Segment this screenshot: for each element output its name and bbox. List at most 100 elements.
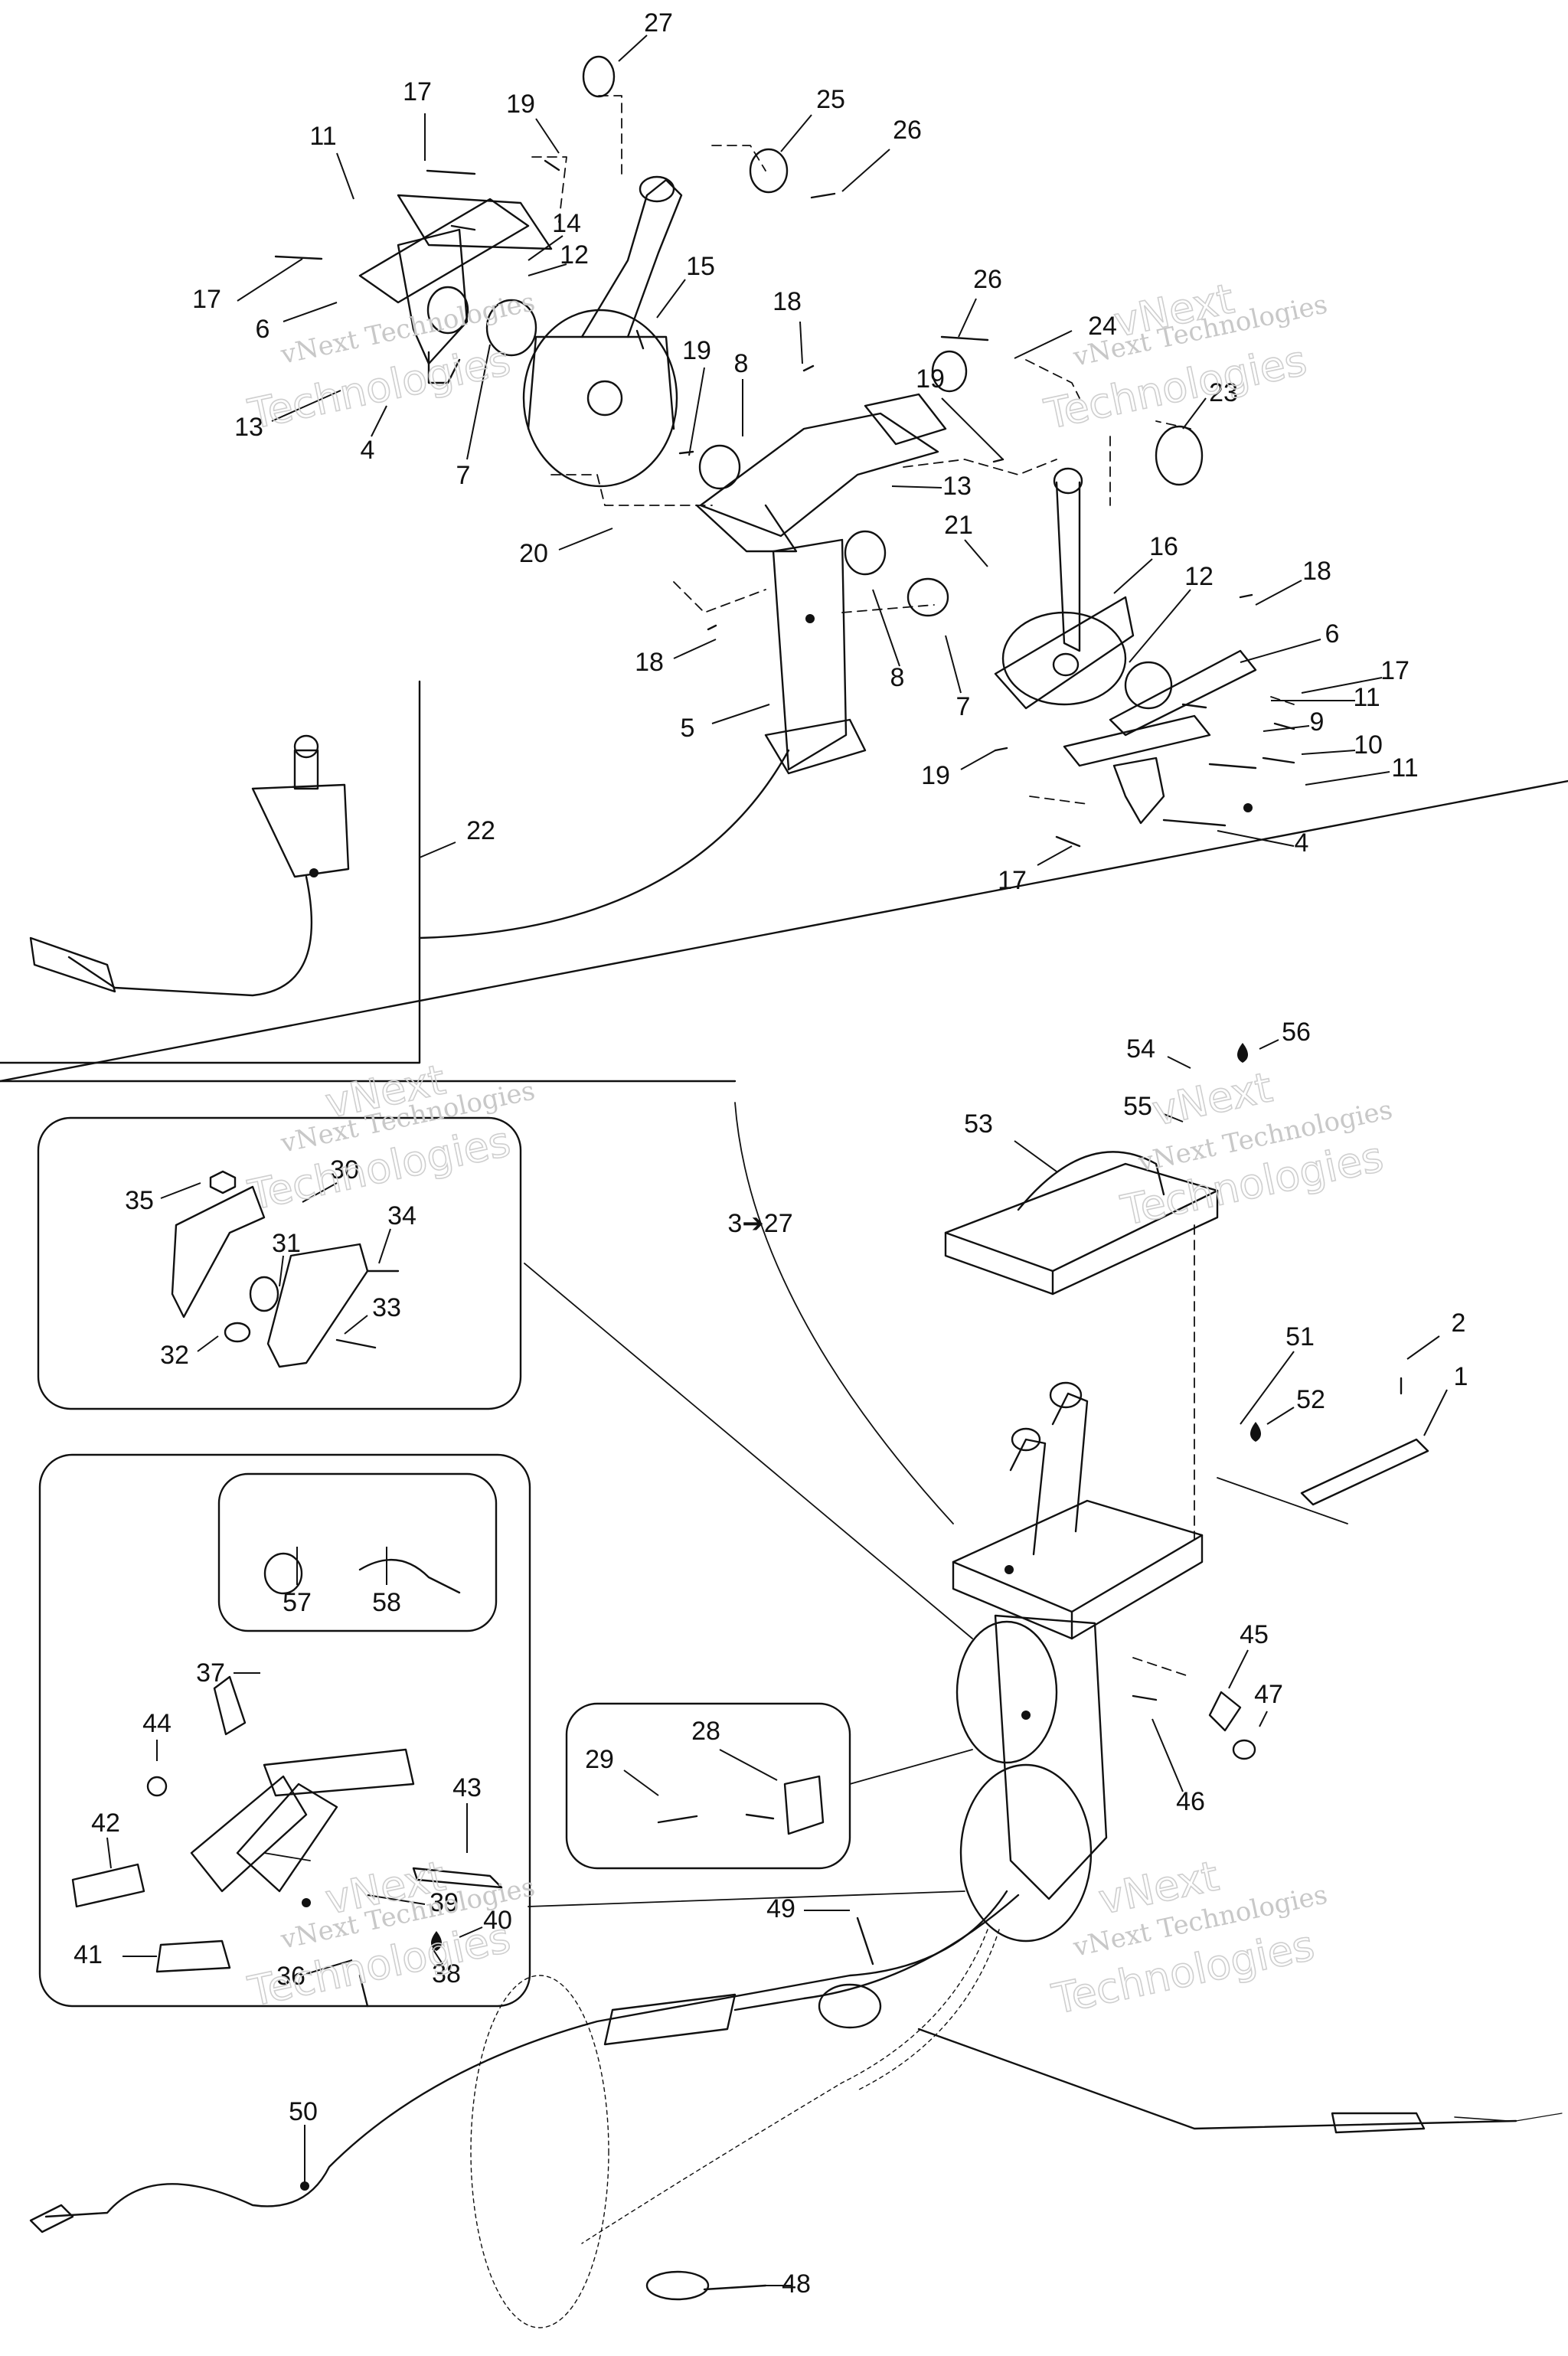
right-shift-lever	[994, 467, 1135, 710]
callout-11: 11	[1391, 753, 1418, 783]
leader-line-25	[780, 114, 812, 152]
leader-line-15	[656, 279, 686, 319]
cable-tie-49	[818, 1916, 882, 2029]
callout-30: 30	[330, 1155, 359, 1185]
callout-40: 40	[483, 1906, 512, 1935]
callout-33: 33	[372, 1293, 401, 1322]
callout-17: 17	[403, 77, 432, 106]
callout-13: 13	[234, 413, 263, 442]
wire-harness-22	[29, 734, 790, 997]
callout-13: 13	[942, 472, 972, 501]
leader-line-33	[344, 1315, 368, 1335]
inset-frame-22	[0, 680, 421, 1064]
callout-55: 55	[1123, 1092, 1152, 1121]
callout-11: 11	[1353, 683, 1380, 712]
callout-10: 10	[1354, 730, 1383, 760]
leader-line-42	[106, 1837, 112, 1869]
leader-line-21	[964, 539, 988, 567]
leader-line-17	[237, 258, 303, 302]
leader-line-14	[528, 235, 564, 261]
connection-dot	[1243, 803, 1253, 812]
artwork-layer	[0, 55, 1568, 2328]
leader-line-6	[283, 302, 338, 322]
callout-46: 46	[1176, 1787, 1205, 1816]
callout-6: 6	[1325, 619, 1340, 649]
top-plate-53	[944, 1151, 1219, 1296]
callout-12: 12	[1184, 562, 1214, 591]
connection-dot	[302, 1898, 311, 1907]
leader-line-6	[1240, 639, 1321, 663]
leader-line-30	[302, 1182, 338, 1203]
callout-28: 28	[691, 1717, 720, 1746]
leader-line-19	[941, 397, 1004, 460]
leader-line-28	[719, 1749, 778, 1781]
leader-line-20	[558, 528, 613, 551]
callout-29: 29	[585, 1745, 614, 1774]
callout-20: 20	[519, 539, 548, 568]
leader-line-53	[1014, 1140, 1057, 1172]
callout-19: 19	[506, 90, 535, 119]
callout-12: 12	[560, 240, 589, 270]
callout-31: 31	[272, 1229, 301, 1258]
leader-line-47	[1259, 1711, 1268, 1727]
callout-54: 54	[1126, 1034, 1155, 1064]
leader-line-13	[271, 390, 341, 422]
leader-line-1	[1423, 1389, 1448, 1436]
callout-9: 9	[1310, 707, 1325, 737]
callout-18: 18	[773, 287, 802, 316]
leader-line-34	[378, 1228, 391, 1264]
bracket-assembly-36-44	[71, 1552, 503, 2008]
callout-5: 5	[681, 714, 695, 743]
inset-frame-28-29	[565, 1702, 851, 1870]
leader-line-22	[419, 841, 456, 858]
callout-39: 39	[430, 1888, 459, 1917]
leader-line-10	[1301, 750, 1356, 755]
callout-17: 17	[192, 285, 221, 314]
leader-line-36	[305, 1959, 353, 1975]
leader-line-4	[371, 405, 387, 437]
leader-line-17	[1301, 677, 1383, 694]
callout-21: 21	[944, 511, 973, 540]
leader-line-39	[367, 1894, 426, 1905]
leader-line-40	[459, 1926, 483, 1938]
callout-18: 18	[1302, 557, 1331, 586]
leader-line-16	[1113, 558, 1153, 594]
callout-11: 11	[309, 122, 336, 151]
throttle-cable-48-50	[29, 1890, 1563, 2233]
left-shift-lever	[522, 175, 683, 488]
callout-25: 25	[816, 85, 845, 114]
leader-line-2	[1406, 1335, 1440, 1360]
callout-35: 35	[125, 1186, 154, 1215]
leader-line-32	[197, 1335, 219, 1352]
left-housing-bracket	[358, 194, 553, 384]
leader-line-18	[673, 639, 717, 659]
leader-line-46	[1152, 1718, 1184, 1792]
leader-line-24	[1014, 330, 1073, 359]
callout-8: 8	[734, 349, 749, 378]
connection-dot	[805, 614, 815, 623]
link-strip-1	[1300, 1377, 1429, 1506]
center-control-tower	[695, 393, 947, 775]
callout-327: 3➔27	[727, 1209, 792, 1238]
callout-53: 53	[964, 1109, 993, 1139]
callout-50: 50	[289, 2097, 318, 2126]
callout-45: 45	[1240, 1620, 1269, 1649]
linking-lines-insets	[524, 1102, 1348, 1907]
leader-line-4	[1217, 830, 1295, 847]
leader-line-8	[872, 589, 900, 667]
top-screws-and-clips	[274, 159, 1295, 848]
leader-line-52	[1266, 1407, 1295, 1425]
inset-frame-30-35	[37, 1116, 522, 1410]
callout-47: 47	[1254, 1680, 1283, 1709]
callout-4: 4	[1295, 828, 1309, 858]
right-housing-bracket	[1063, 649, 1257, 825]
callout-41: 41	[74, 1940, 103, 1969]
callout-34: 34	[387, 1201, 416, 1230]
leader-line-7	[945, 635, 962, 694]
section-divider	[0, 779, 1568, 1083]
leader-line-55	[1163, 1113, 1184, 1122]
